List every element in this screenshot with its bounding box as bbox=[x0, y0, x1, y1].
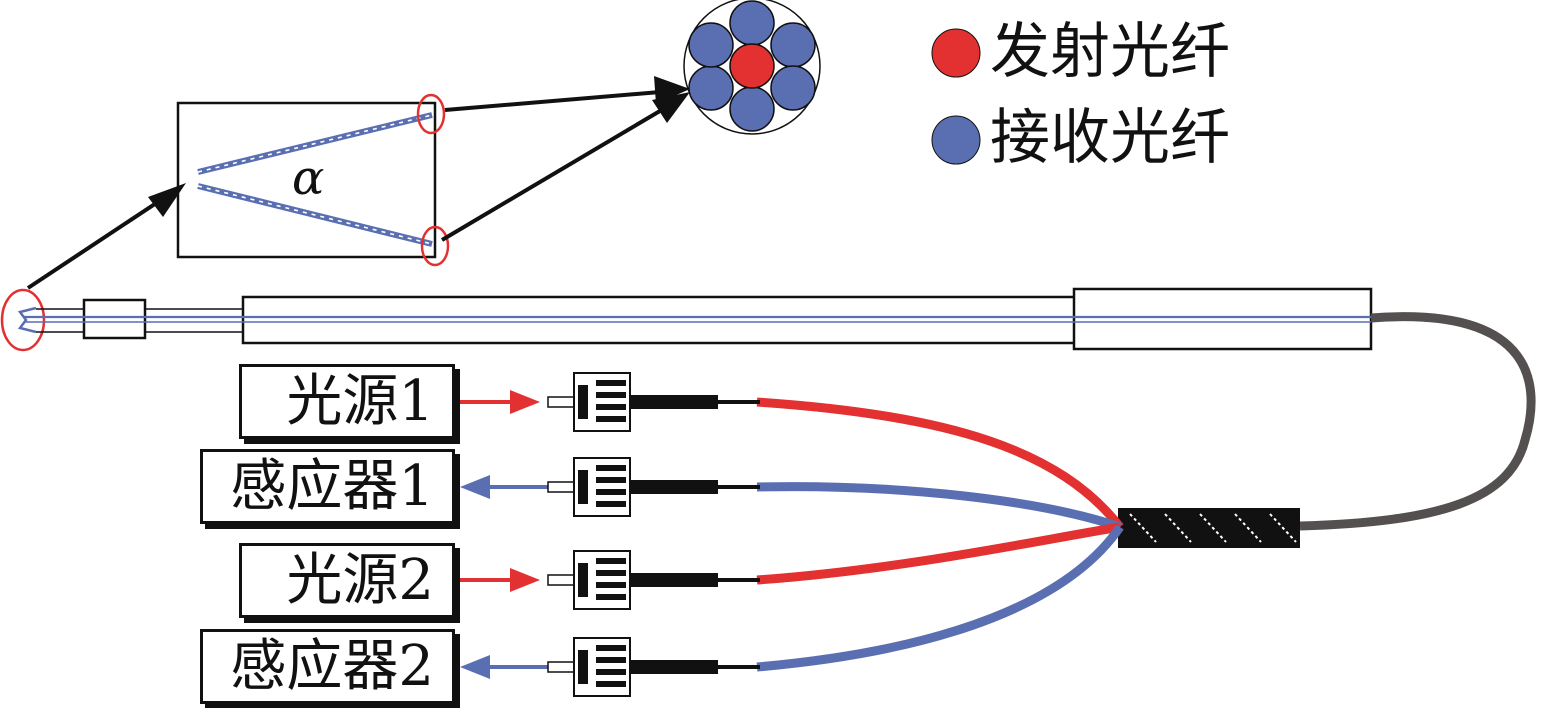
fiber-tip-highlight-bottom bbox=[420, 225, 450, 267]
signal-arrow bbox=[510, 390, 540, 414]
port-sensor-1: 感应器1 bbox=[200, 449, 455, 524]
port-label: 光源1 bbox=[286, 368, 434, 434]
signal-arrow bbox=[460, 475, 490, 499]
probe-handle bbox=[1072, 287, 1373, 351]
zoom-arrow-top bbox=[444, 90, 661, 112]
angled-fiber-top bbox=[197, 112, 433, 175]
probe-collar bbox=[82, 298, 147, 340]
legend-emit-label: 发射光纤 bbox=[990, 17, 1230, 87]
port-label: 感应器1 bbox=[230, 453, 434, 519]
zoom-arrowhead-top bbox=[654, 76, 690, 104]
port-source-1: 光源1 bbox=[239, 364, 455, 439]
probe-tip bbox=[17, 306, 37, 334]
branch-fiber-source-2 bbox=[756, 522, 1121, 585]
branch-fiber-sensor-2 bbox=[756, 524, 1124, 672]
angled-fiber-bottom bbox=[197, 183, 433, 247]
legend-emit-dot bbox=[931, 28, 981, 78]
zoom-arrowhead-probe-tip bbox=[148, 183, 186, 217]
port-label: 光源2 bbox=[286, 547, 434, 613]
splitter-stripes bbox=[1129, 513, 1297, 543]
angle-label: α bbox=[292, 150, 325, 206]
probe-tip-highlight bbox=[0, 288, 46, 352]
connector-sensor-2 bbox=[460, 457, 760, 517]
fiber-splitter bbox=[1118, 508, 1300, 548]
port-sensor-2: 感应器2 bbox=[200, 629, 455, 704]
connector-source-1 bbox=[458, 372, 760, 432]
receive-fiber-ring bbox=[688, 0, 816, 132]
port-label: 感应器2 bbox=[230, 633, 434, 699]
probe-shaft bbox=[241, 295, 1077, 345]
zoom-arrow-probe-tip bbox=[26, 188, 178, 290]
branch-fiber-sensor-1 bbox=[756, 482, 1122, 532]
zoom-arrow-bottom bbox=[440, 106, 667, 242]
legend-receive-dot bbox=[931, 115, 981, 165]
connector-source-3 bbox=[458, 550, 760, 610]
legend-receive-label: 接收光纤 bbox=[990, 103, 1230, 173]
signal-arrow bbox=[460, 655, 490, 679]
zoom-arrowhead-bottom bbox=[652, 92, 690, 123]
signal-arrow bbox=[510, 568, 540, 592]
branch-fiber-source-1 bbox=[756, 397, 1124, 530]
port-source-2: 光源2 bbox=[239, 543, 455, 618]
emit-fiber-center bbox=[729, 43, 775, 89]
fiber-tip-highlight-top bbox=[416, 93, 446, 135]
main-cable bbox=[1299, 312, 1536, 531]
connector-sensor-4 bbox=[460, 637, 760, 697]
